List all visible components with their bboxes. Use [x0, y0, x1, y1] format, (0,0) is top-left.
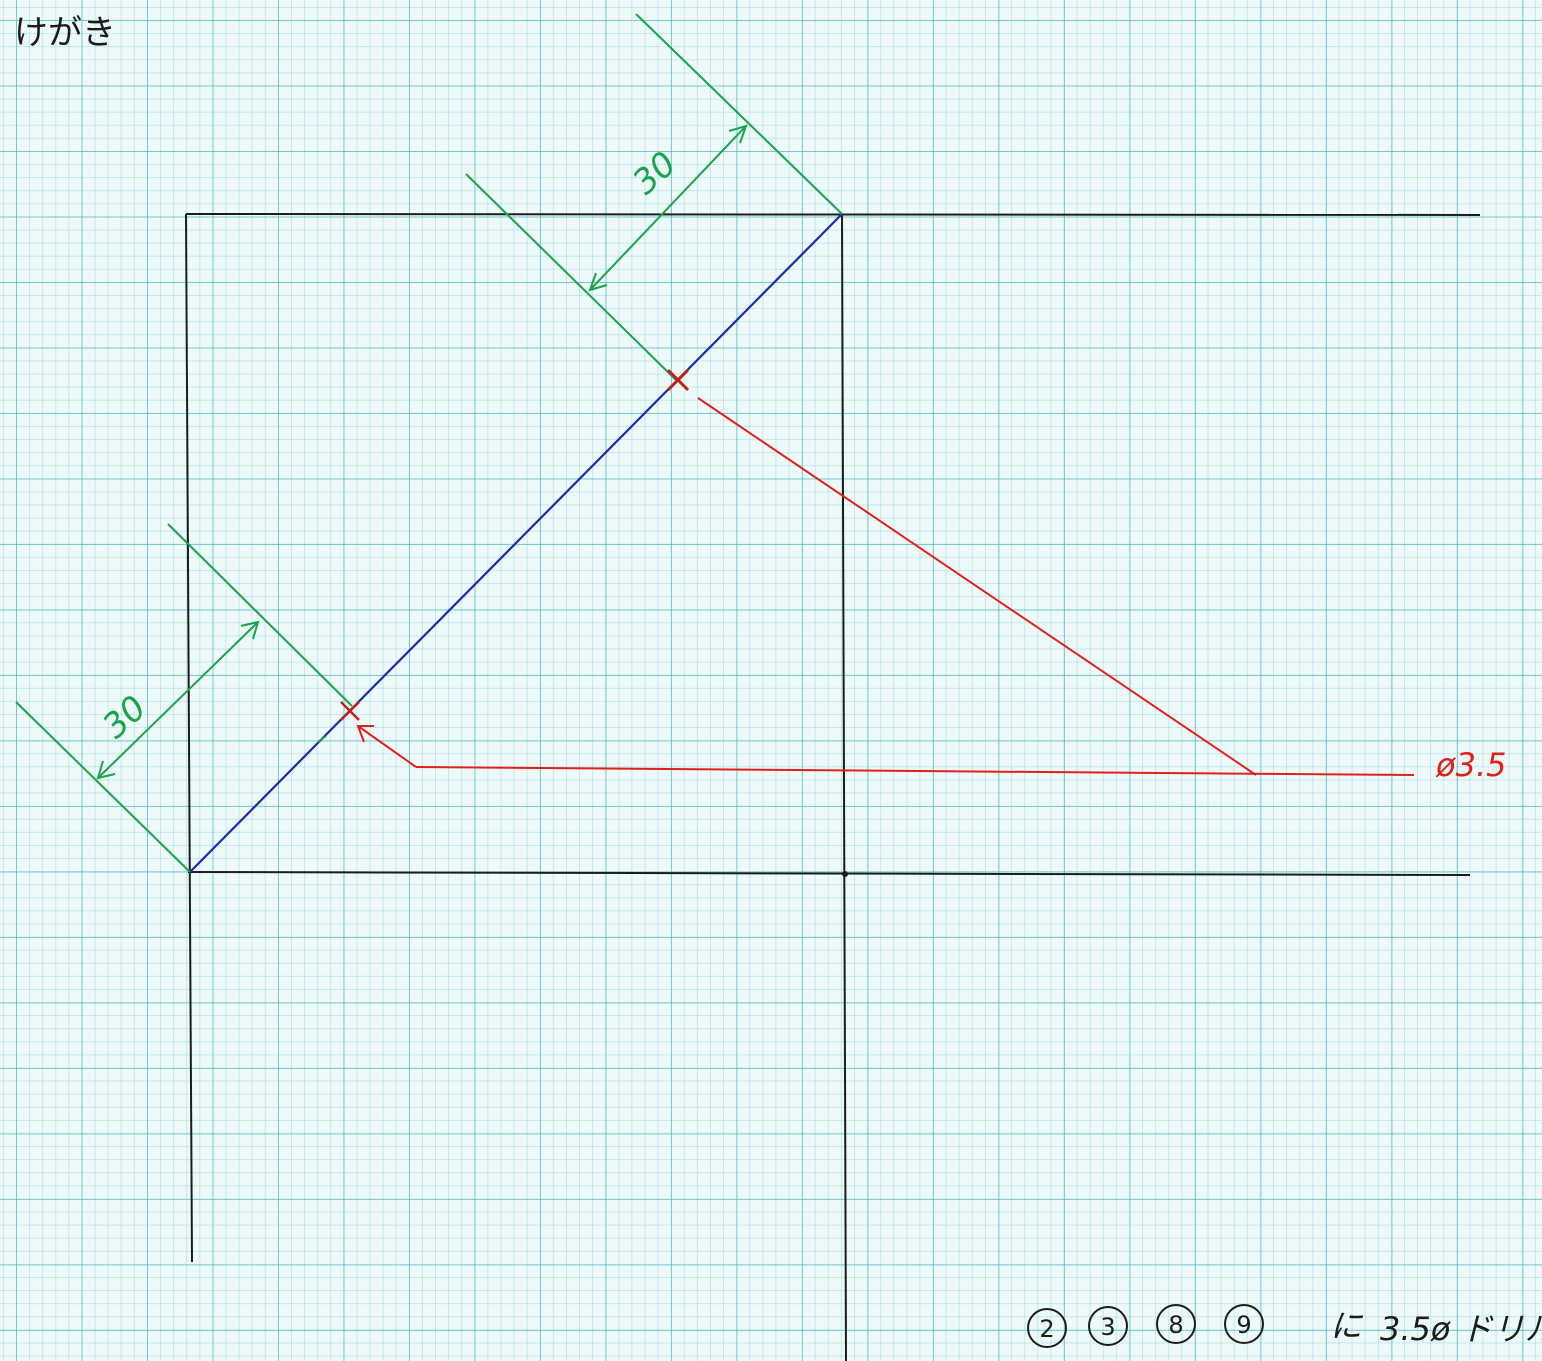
dimension-bottom: [15, 523, 353, 873]
frame-right-line: [841, 213, 847, 1361]
leader-line-horizontal: [415, 766, 1415, 776]
arrowhead: [588, 272, 608, 292]
drawing-title: けがき: [14, 13, 116, 53]
diagonal-line: [189, 213, 843, 873]
dimension-line: [589, 125, 747, 291]
dimension-label-top: 30: [625, 144, 684, 203]
extension-line: [15, 701, 191, 873]
leader-lines: [356, 397, 1415, 776]
arrowhead: [356, 725, 374, 743]
circled-number-label: 8: [1168, 1311, 1183, 1339]
corner-dot: [842, 871, 848, 877]
dimension-label-bottom: 30: [95, 688, 154, 747]
circled-number: [1224, 1304, 1264, 1344]
arrowhead: [728, 124, 748, 144]
circled-number-label: 3: [1100, 1313, 1115, 1341]
leader-line-lower: [357, 725, 417, 768]
frame-top-line: [185, 213, 1481, 216]
extension-line: [635, 13, 843, 215]
drill-note: 2 3 8 9 に 3.5ø ドリル: [1027, 1304, 1542, 1348]
extension-line: [167, 523, 353, 707]
circled-number: [1027, 1308, 1067, 1348]
circled-number: [1156, 1304, 1196, 1344]
frame-left-line: [185, 213, 193, 1263]
frame-bottom-line: [187, 871, 1471, 876]
extension-line: [465, 173, 677, 381]
note-text: 3.5ø ドリル: [1380, 1310, 1542, 1348]
leader-line-upper: [697, 397, 1257, 776]
dimension-top: [465, 13, 843, 381]
circled-number-label: 9: [1236, 1311, 1251, 1339]
circled-number-label: 2: [1039, 1315, 1054, 1343]
dimension-line: [97, 621, 259, 779]
tick-mark: [317, 735, 327, 743]
note-particle: に: [1330, 1307, 1364, 1345]
hole-marker-upper: [666, 368, 690, 392]
hole-marker-lower: [340, 701, 360, 721]
hole-diameter-label: ø3.5: [1435, 746, 1506, 784]
construction-frame: [185, 213, 1481, 1361]
arrowhead: [240, 620, 260, 640]
circled-number: [1088, 1306, 1128, 1346]
arrowhead: [96, 760, 116, 780]
